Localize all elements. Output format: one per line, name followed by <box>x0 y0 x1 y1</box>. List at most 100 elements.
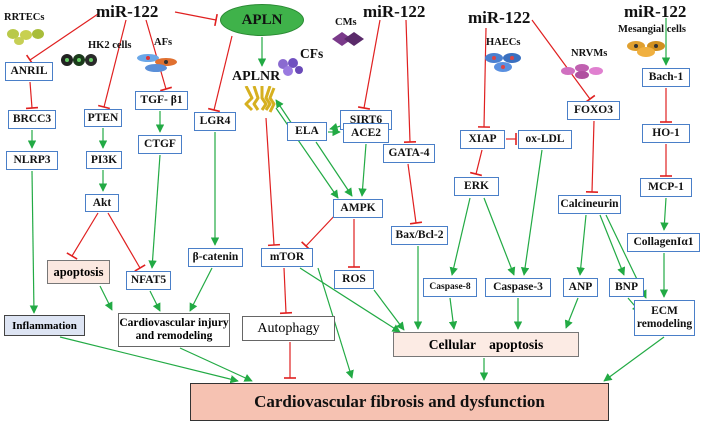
apoptosis-node: apoptosis <box>47 260 110 284</box>
cell-cms: CMs <box>335 17 357 28</box>
mir-122-label-4: miR-122 <box>624 2 687 21</box>
brcc3-node: BRCC3 <box>8 110 56 129</box>
calcineurin-to-bnp <box>599 214 626 276</box>
ela-to-aplnr <box>275 99 293 125</box>
bnp-node: BNP <box>609 278 644 297</box>
cell-cfs: CFs <box>300 46 324 61</box>
mcp-1-node: MCP-1 <box>640 178 692 197</box>
cv-injury-node: Cardiovascular injury and remodeling <box>118 313 230 347</box>
oxldl-to-caspase3 <box>520 149 543 276</box>
caspase8-to-cellapo <box>448 297 458 330</box>
inhibition-bar <box>134 264 146 272</box>
xiap-node: XIAP <box>460 130 505 149</box>
mesangial-cells-icon <box>626 38 676 63</box>
ecm-to-final <box>603 336 665 382</box>
akt-to-apoptosis <box>71 212 99 257</box>
ctgf-to-nfat5 <box>148 154 161 269</box>
caspase-3-node: Caspase-3 <box>485 278 551 297</box>
inflammation-node: Inflammation <box>4 315 85 336</box>
ros-node: ROS <box>334 270 374 289</box>
inhibition-bar <box>97 104 111 110</box>
ela-node: ELA <box>287 122 327 141</box>
aplnr-label: APLNR <box>232 69 281 84</box>
xiap-to-erk <box>475 149 483 175</box>
mir-122-label-3: miR-122 <box>468 8 531 27</box>
inhibition-bar <box>160 86 172 92</box>
mir3-to-xiap <box>483 27 487 128</box>
cell-nrvms: NRVMs <box>571 48 608 59</box>
apln-to-lgr4 <box>213 35 233 111</box>
ace2-node: ACE2 <box>343 123 389 143</box>
bcatenin-to-cv <box>189 267 213 312</box>
gata4-to-baxbcl2 <box>407 163 417 224</box>
nfat5-to-cv <box>149 290 161 312</box>
nlrp3-to-inflammation <box>29 170 39 314</box>
tgfb1-node: TGF- β1 <box>135 91 188 110</box>
ctgf-node: CTGF <box>138 135 182 154</box>
beta-catenin-node: β-catenin <box>188 248 243 267</box>
ampk-node: AMPK <box>333 199 383 218</box>
ace2-to-ampk <box>358 143 367 197</box>
anp-to-cellapo <box>564 297 579 329</box>
caspase-8-node: Caspase-8 <box>423 278 477 297</box>
inflammation-to-final <box>59 336 239 384</box>
anril-node: ANRIL <box>5 62 53 81</box>
foxo3-node: FOXO3 <box>567 101 620 120</box>
cell-rrtecs: RRTECs <box>4 12 45 23</box>
inhibition-bar <box>214 13 218 27</box>
ela-to-ampk <box>315 141 353 197</box>
inhibition-bar <box>409 221 423 225</box>
inhibition-bar <box>25 106 39 110</box>
aplnr-receptor-icon <box>242 85 278 125</box>
bach-1-node: Bach-1 <box>642 68 690 87</box>
pten-node: PTEN <box>84 109 122 127</box>
mtor-to-cellapo <box>299 267 401 333</box>
calcineurin-node: Calcineurin <box>558 195 621 214</box>
hk2-cells-icon <box>60 52 100 73</box>
collagen-node: CollagenIα1 <box>627 233 700 252</box>
rrtecs-cells-icon <box>6 26 46 51</box>
mtor-to-autophagy <box>283 267 287 314</box>
apln-node: APLN <box>220 4 304 36</box>
akt-to-nfat5 <box>107 212 141 269</box>
gata4-node: GATA-4 <box>383 144 435 163</box>
pi3k-node: PI3K <box>86 151 122 169</box>
mir1-to-tgfb1 <box>145 19 167 90</box>
erk-node: ERK <box>454 177 499 196</box>
inhibition-bar <box>207 107 221 113</box>
inhibition-bar <box>66 252 78 260</box>
inhibition-bar <box>469 171 483 177</box>
cell-afs: AFs <box>154 37 173 48</box>
autophagy-node: Autophagy <box>242 316 335 341</box>
calcineurin-to-anp <box>576 214 587 276</box>
anril-to-brcc3 <box>29 81 33 109</box>
nrvms-cells-icon <box>560 62 610 85</box>
inhibition-bar <box>267 243 281 247</box>
foxo3-to-calcineurin <box>591 120 595 193</box>
mir1-to-pten <box>103 19 127 108</box>
remodeling-label: remodeling <box>636 318 693 330</box>
apoptosis-to-cv <box>99 285 113 311</box>
cms-cells-icon <box>330 30 366 53</box>
mir-122-label-1: miR-122 <box>96 2 159 21</box>
cell-haecs: HAECs <box>486 37 521 48</box>
cfs-cells-icon <box>276 56 306 83</box>
mir2-to-gata4 <box>405 19 411 143</box>
ros-to-cellapo <box>373 289 405 331</box>
anp-node: ANP <box>563 278 598 297</box>
bax-bcl2-node: Bax/Bcl-2 <box>391 226 448 245</box>
mcp1-to-collagen <box>660 197 669 231</box>
nlrp3-node: NLRP3 <box>6 151 58 170</box>
erk-to-caspase8 <box>449 197 471 276</box>
ecm-remodeling-node: ECM remodeling <box>634 300 695 336</box>
mir3-to-foxo3 <box>531 19 591 100</box>
inhibition-bar <box>357 106 371 110</box>
nfat5-node: NFAT5 <box>126 271 171 290</box>
ox-ldl-node: ox-LDL <box>518 130 572 149</box>
afs-cells-icon <box>136 50 186 79</box>
mir1-to-apln <box>174 11 217 21</box>
aplnr-to-mtor <box>265 117 275 246</box>
cv-to-final <box>179 347 253 382</box>
